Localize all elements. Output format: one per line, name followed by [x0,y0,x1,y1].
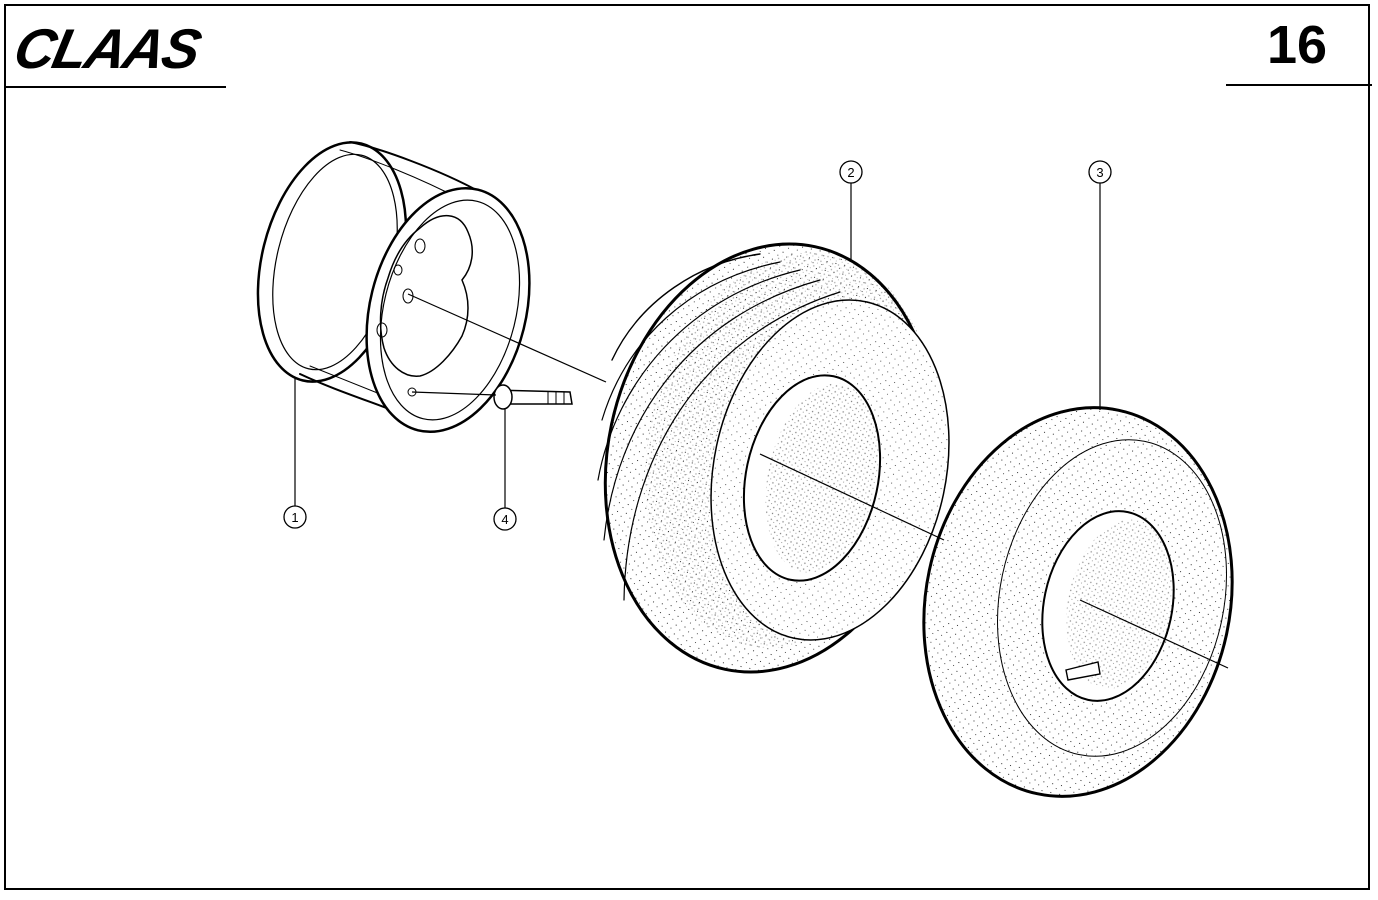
callout-2-label: 2 [847,165,854,180]
page-number: 16 [1266,15,1328,75]
tyre [597,242,950,674]
callout-1-label: 1 [291,510,298,525]
valve-stem [493,384,573,410]
page-frame [4,4,1370,890]
claas-logo-text: CLAAS [12,18,207,78]
leader-lines [294,182,1101,508]
callout-4: 4 [493,507,517,531]
brand-underline [6,86,226,88]
wheel-rim [256,141,531,434]
callout-4-label: 4 [501,512,508,527]
callout-2: 2 [839,160,863,184]
claas-logo: CLAAS [12,18,207,78]
inner-tube [922,406,1234,798]
page-number-underline [1226,84,1372,86]
assembly-axis-lines [407,293,1229,669]
callout-1: 1 [283,505,307,529]
callout-3-label: 3 [1096,165,1103,180]
callout-3: 3 [1088,160,1112,184]
